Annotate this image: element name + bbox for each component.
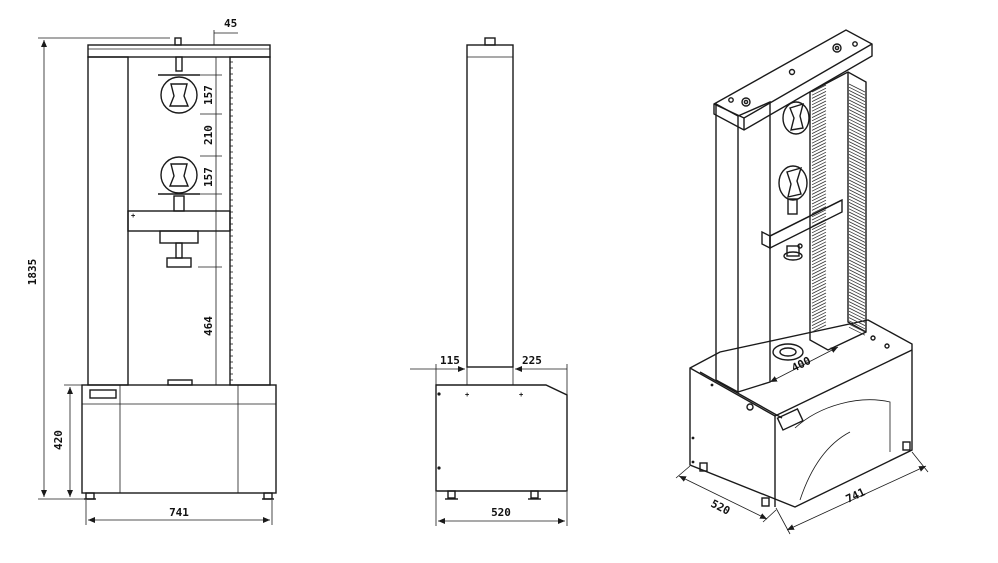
dim-total-height: 1835	[26, 259, 39, 286]
dim-base-height: 420	[52, 430, 65, 450]
column-hatching	[811, 83, 866, 336]
side-view: + + 115 225 520	[410, 37, 568, 526]
iso-view: 520 741 400	[675, 29, 929, 535]
svg-text:+: +	[131, 212, 135, 220]
front-view: + 1835 420 741 45	[26, 17, 277, 525]
dim-left-offset: 115	[440, 354, 460, 367]
dim-width: 741	[169, 506, 189, 519]
scale-ticks	[229, 60, 233, 385]
dim-side-depth: 520	[491, 506, 511, 519]
dim-grip-gap: 210	[202, 125, 215, 145]
dim-stroke: 464	[202, 316, 215, 336]
dim-iso-width: 741	[844, 485, 868, 505]
dim-column-spacing: 400	[789, 354, 813, 375]
dim-bolt-offset: 45	[224, 17, 237, 30]
svg-text:+: +	[465, 391, 469, 399]
dim-lower-grip: 157	[202, 167, 215, 187]
lower-grip	[158, 156, 200, 212]
dim-right-offset: 225	[522, 354, 542, 367]
dim-upper-grip: 157	[202, 85, 215, 105]
upper-grip	[158, 56, 200, 114]
svg-text:+: +	[519, 391, 523, 399]
